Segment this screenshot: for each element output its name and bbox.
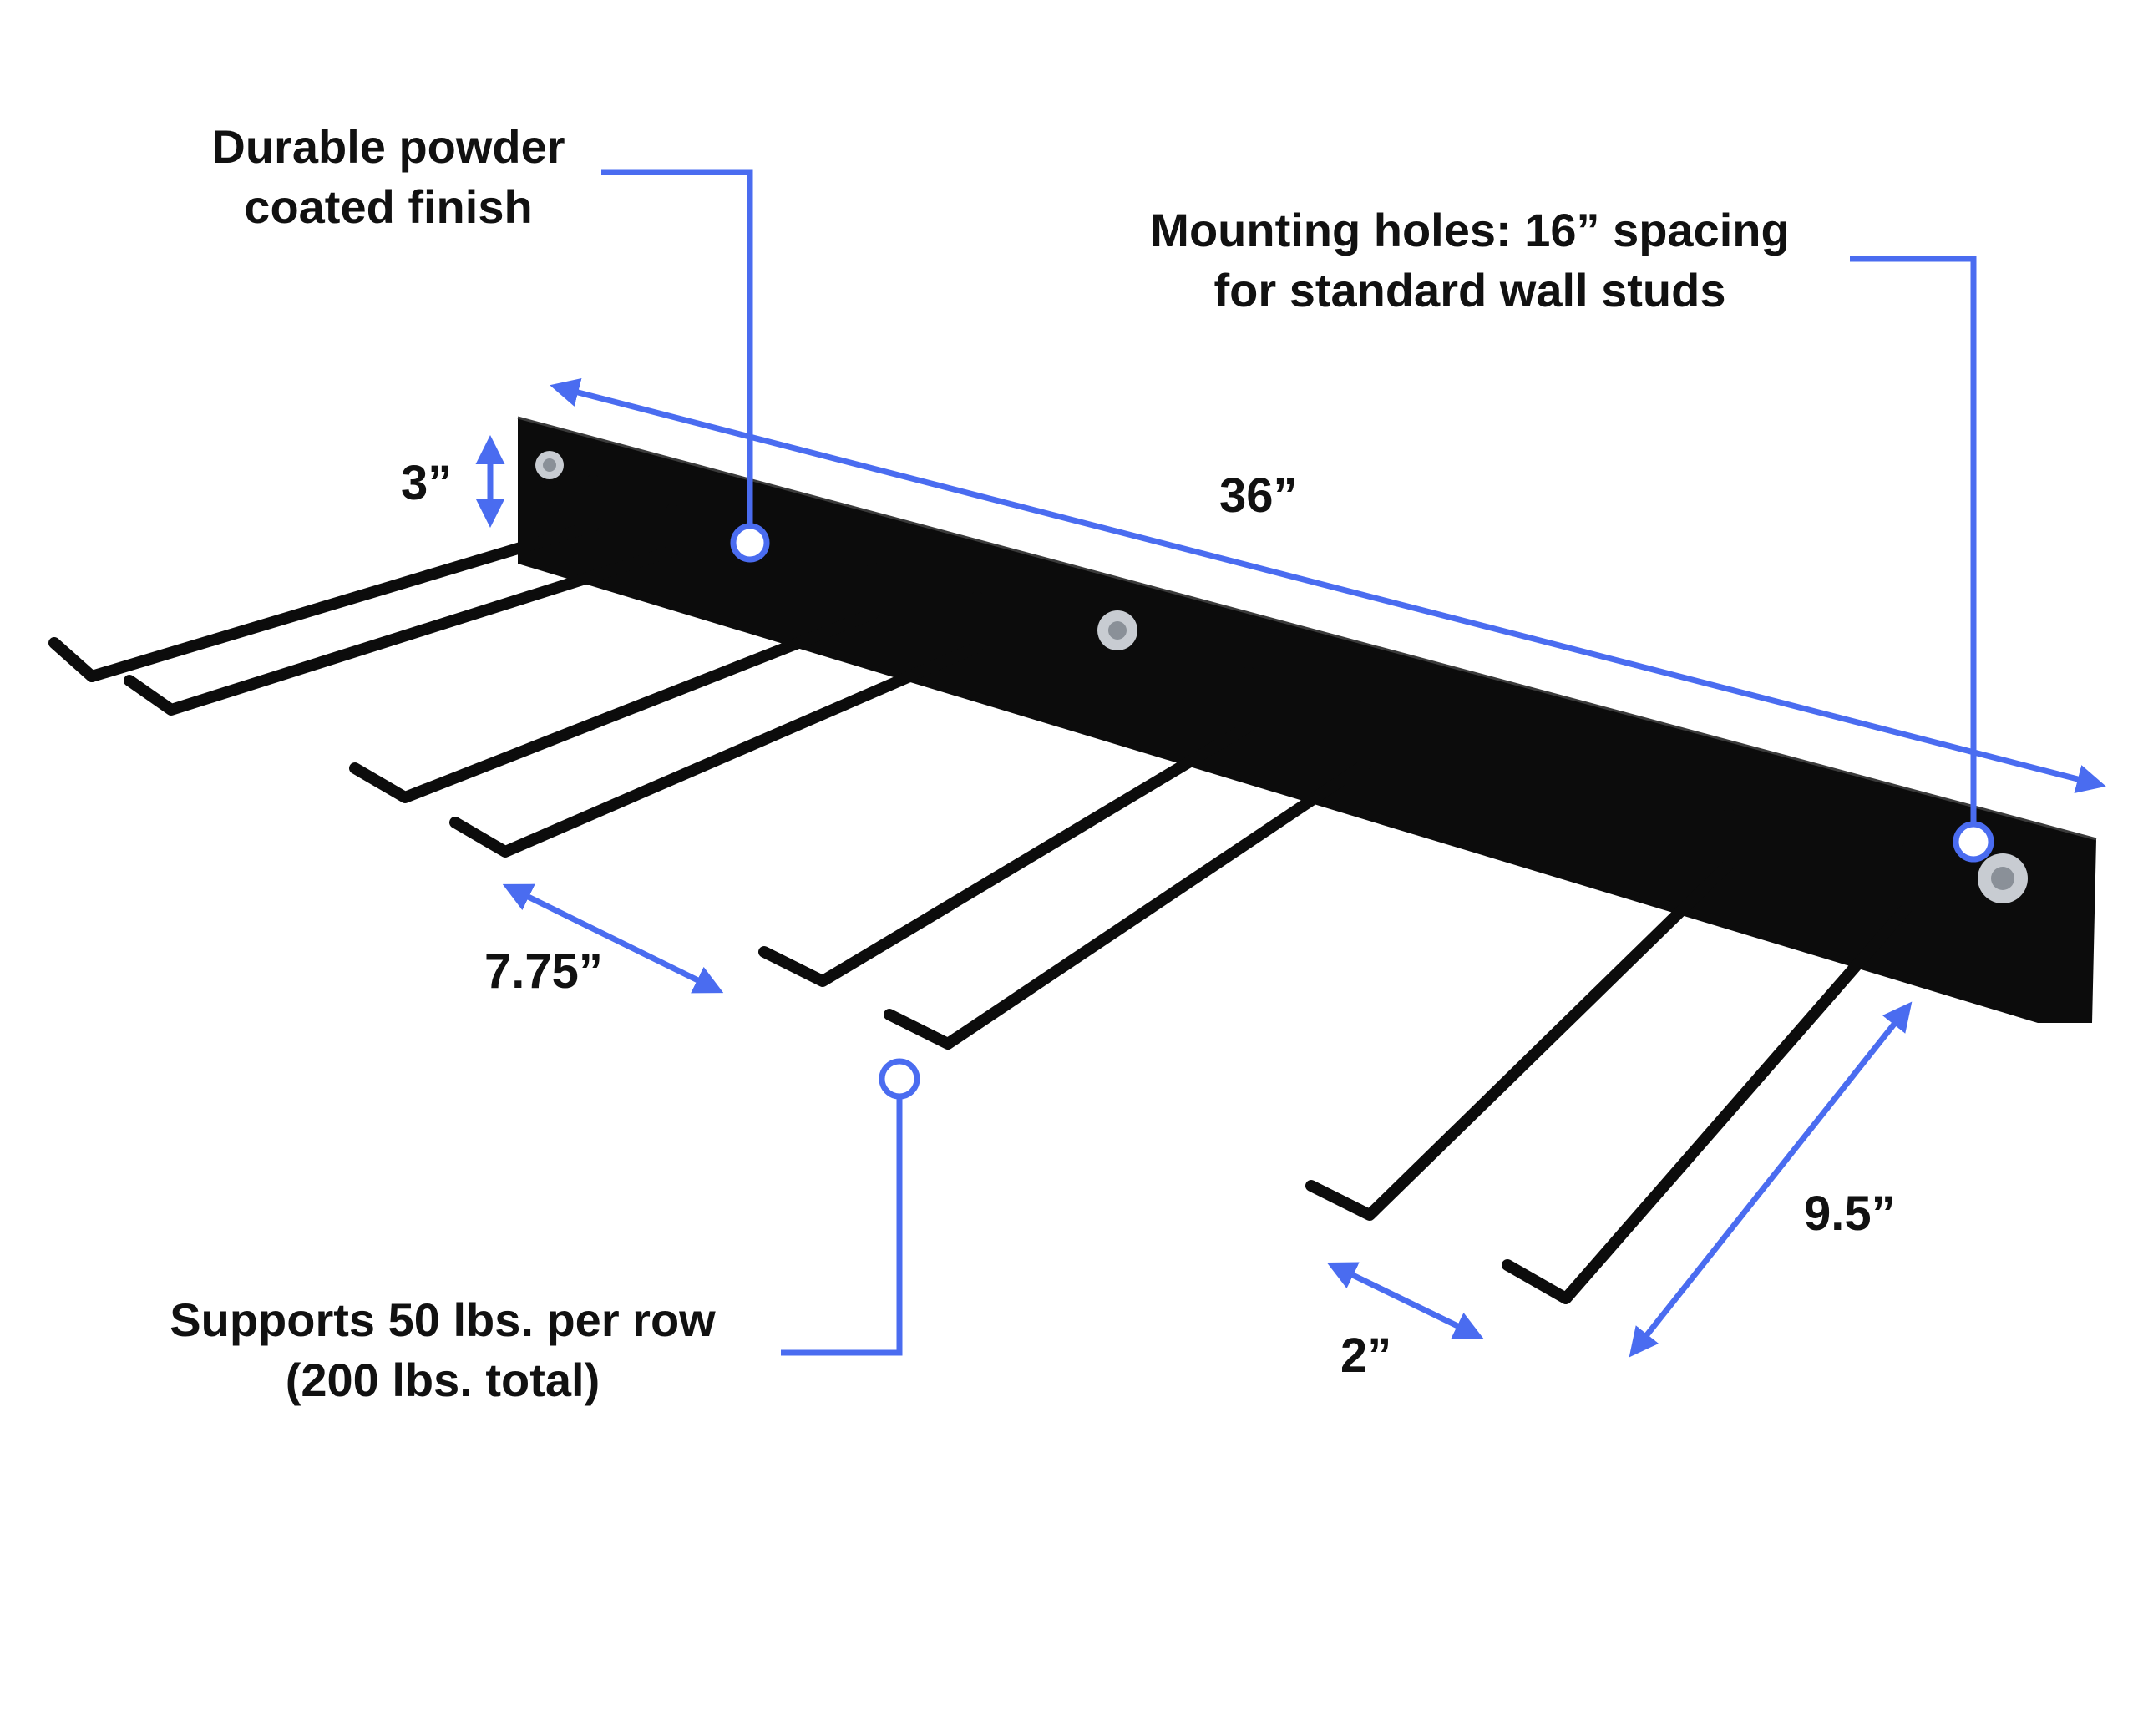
spacing-arrow [502, 883, 724, 994]
bolt-right [1978, 853, 2028, 903]
mounting-callout-dot [1953, 821, 1994, 863]
hook-width-arrow [1326, 1262, 1484, 1339]
hook-1 [48, 474, 599, 682]
finish-label: Durable powder coated finish [175, 117, 601, 236]
support-label-line1: Supports 50 lbs. per row [170, 1293, 716, 1346]
finish-callout-dot [730, 523, 770, 563]
finish-label-line2: coated finish [244, 180, 533, 233]
mounting-label: Mounting holes: 16” spacing for standard… [1102, 200, 1837, 320]
support-label: Supports 50 lbs. per row (200 lbs. total… [117, 1290, 768, 1410]
length-arrow [550, 378, 2106, 793]
spacing-dimension: 7.75” [484, 944, 603, 999]
hook-width-dimension: 2” [1340, 1329, 1392, 1383]
bolt-left [535, 451, 564, 479]
depth-dimension: 9.5” [1804, 1187, 1896, 1241]
support-callout-line [781, 1098, 903, 1356]
bolt-center [1097, 610, 1137, 650]
dimension-arrows [475, 378, 2106, 1358]
depth-arrow [1629, 1001, 1913, 1358]
mounting-label-line2: for standard wall studs [1213, 263, 1726, 316]
finish-label-line1: Durable powder [211, 120, 565, 173]
support-callout-dot [879, 1058, 920, 1100]
mounting-label-line1: Mounting holes: 16” spacing [1150, 204, 1790, 256]
support-label-line2: (200 lbs. total) [285, 1353, 600, 1406]
height-dimension: 3” [401, 456, 453, 510]
hook-7 [1305, 808, 1735, 1221]
length-dimension: 36” [1219, 468, 1298, 523]
